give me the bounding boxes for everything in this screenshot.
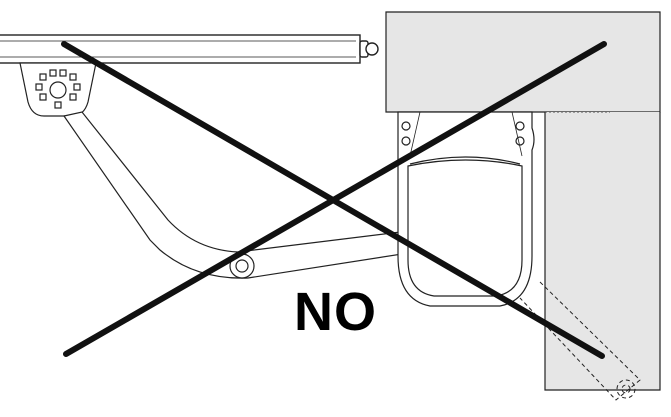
straight-arm-dashed bbox=[519, 281, 641, 401]
wall-block bbox=[385, 11, 661, 113]
cross-line-2 bbox=[63, 41, 607, 357]
gate-bar bbox=[0, 34, 379, 64]
cross-out-mark bbox=[61, 41, 607, 359]
curved-arm bbox=[62, 111, 403, 279]
pillar bbox=[544, 112, 661, 391]
verdict-label: NO bbox=[294, 282, 377, 342]
gate-bracket bbox=[19, 62, 97, 117]
